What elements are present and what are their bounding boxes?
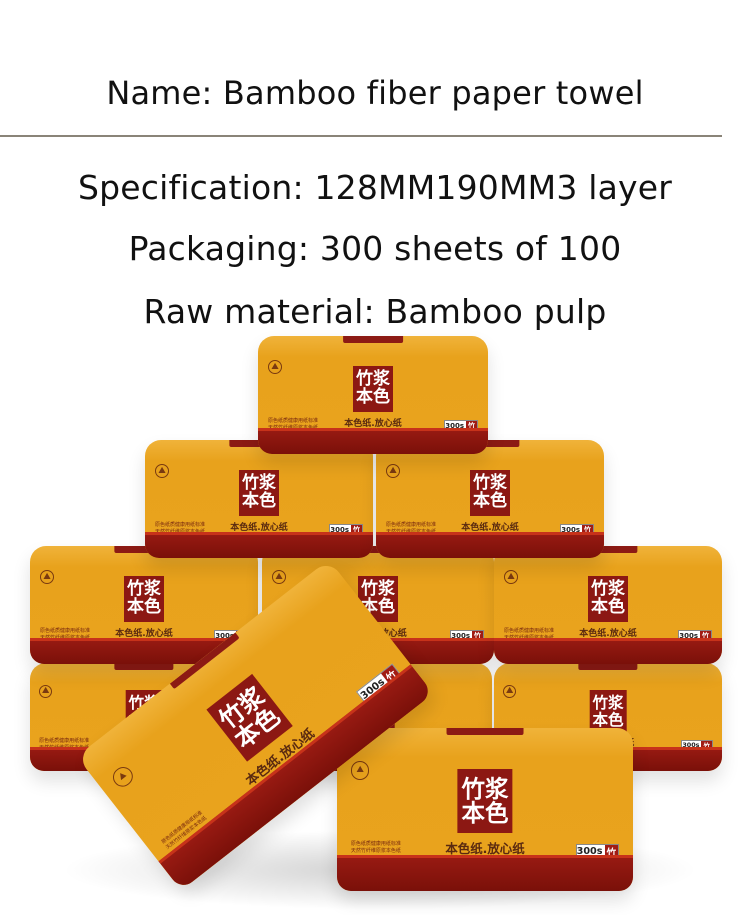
divider bbox=[0, 135, 722, 137]
packet-logo: 竹浆 本色 bbox=[124, 576, 164, 622]
brand-emblem-icon: ⛰ bbox=[40, 570, 54, 584]
product-raw-material: Raw material: Bamboo pulp bbox=[143, 292, 607, 331]
tissue-packet: ⛰ 竹浆 本色 本色纸.放心纸 原色纸质健康用纸标准 天然竹纤维原浆本色纸 30… bbox=[258, 336, 488, 454]
packet-small-text: 原色纸质健康用纸标准 天然竹纤维原浆本色纸 bbox=[155, 522, 206, 535]
packet-logo: 竹浆 本色 bbox=[358, 576, 398, 622]
packet-red-band bbox=[258, 428, 488, 454]
brand-emblem-icon: ⛰ bbox=[268, 360, 282, 374]
packet-slogan: 本色纸.放心纸 bbox=[461, 523, 519, 533]
packet-small-text: 原色纸质健康用纸标准 天然竹纤维原浆本色纸 bbox=[350, 841, 401, 855]
brand-emblem-icon: ⛰ bbox=[503, 684, 517, 698]
product-specification: Specification: 128MM190MM3 layer bbox=[77, 168, 673, 207]
packet-logo: 竹浆 本色 bbox=[589, 690, 627, 733]
logo-line-1: 竹浆 bbox=[127, 579, 161, 600]
tissue-packet: ⛰ 竹浆 本色 本色纸.放心纸 原色纸质健康用纸标准 天然竹纤维原浆本色纸 30… bbox=[376, 440, 604, 558]
brand-emblem-icon: ⛰ bbox=[39, 684, 53, 698]
logo-line-2: 本色 bbox=[591, 597, 625, 617]
brand-emblem-icon: ⛰ bbox=[350, 761, 370, 780]
packet-slogan: 本色纸.放心纸 bbox=[115, 629, 173, 639]
logo-line-1: 竹浆 bbox=[361, 579, 395, 600]
packet-small-text: 原色纸质健康用纸标准 天然竹纤维原浆本色纸 bbox=[268, 418, 319, 431]
packet-red-band bbox=[376, 532, 604, 558]
brand-emblem-icon: ⛰ bbox=[155, 464, 169, 478]
tissue-packet: ⛰ 竹浆 本色 本色纸.放心纸 原色纸质健康用纸标准 天然竹纤维原浆本色纸 30… bbox=[145, 440, 373, 558]
logo-line-2: 本色 bbox=[242, 491, 276, 511]
packet-top-label bbox=[343, 336, 403, 343]
packet-top-label bbox=[578, 663, 638, 670]
logo-line-2: 本色 bbox=[461, 799, 509, 828]
brand-emblem-icon: ⛰ bbox=[272, 570, 286, 584]
packet-slogan: 本色纸.放心纸 bbox=[230, 523, 288, 533]
packet-logo: 竹浆 本色 bbox=[588, 576, 628, 622]
packet-top-label bbox=[114, 663, 174, 670]
packet-top-label bbox=[446, 728, 524, 735]
packet-small-text: 原色纸质健康用纸标准 天然竹纤维原浆本色纸 bbox=[40, 628, 91, 641]
tissue-packet: ⛰ 竹浆 本色 本色纸.放心纸 原色纸质健康用纸标准 天然竹纤维原浆本色纸 30… bbox=[337, 728, 633, 891]
logo-line-1: 竹浆 bbox=[473, 473, 507, 494]
logo-line-1: 竹浆 bbox=[242, 473, 276, 494]
tissue-packet: ⛰ 竹浆 本色 本色纸.放心纸 原色纸质健康用纸标准 天然竹纤维原浆本色纸 30… bbox=[494, 546, 722, 664]
packet-top-label bbox=[114, 546, 174, 553]
brand-emblem-icon: ⛰ bbox=[386, 464, 400, 478]
logo-line-1: 竹浆 bbox=[591, 579, 625, 600]
packet-logo: 竹浆 本色 bbox=[353, 366, 393, 412]
packet-top-label bbox=[460, 440, 520, 447]
packet-logo: 竹浆 本色 bbox=[470, 470, 510, 516]
packet-red-band bbox=[337, 855, 633, 891]
packet-red-band bbox=[494, 638, 722, 664]
logo-line-2: 本色 bbox=[127, 597, 161, 617]
brand-emblem-icon: ⛰ bbox=[109, 763, 137, 791]
packet-slogan: 本色纸.放心纸 bbox=[579, 629, 637, 639]
logo-line-2: 本色 bbox=[473, 491, 507, 511]
logo-line-1: 竹浆 bbox=[592, 694, 624, 713]
packet-logo: 竹浆 本色 bbox=[457, 769, 513, 833]
packet-logo: 竹浆 本色 bbox=[239, 470, 279, 516]
packet-top-label bbox=[578, 546, 638, 553]
product-name: Name: Bamboo fiber paper towel bbox=[106, 74, 644, 112]
packet-small-text: 原色纸质健康用纸标准 天然竹纤维原浆本色纸 bbox=[504, 628, 555, 641]
packet-small-text: 原色纸质健康用纸标准 天然竹纤维原浆本色纸 bbox=[386, 522, 437, 535]
packet-slogan: 本色纸.放心纸 bbox=[445, 840, 525, 856]
product-packaging: Packaging: 300 sheets of 100 bbox=[128, 229, 622, 268]
logo-line-2: 本色 bbox=[356, 387, 390, 407]
logo-line-1: 竹浆 bbox=[461, 774, 509, 803]
logo-line-2: 本色 bbox=[592, 710, 624, 729]
packet-slogan: 本色纸.放心纸 bbox=[344, 419, 402, 429]
brand-emblem-icon: ⛰ bbox=[504, 570, 518, 584]
logo-line-1: 竹浆 bbox=[356, 369, 390, 390]
packet-red-band bbox=[145, 532, 373, 558]
